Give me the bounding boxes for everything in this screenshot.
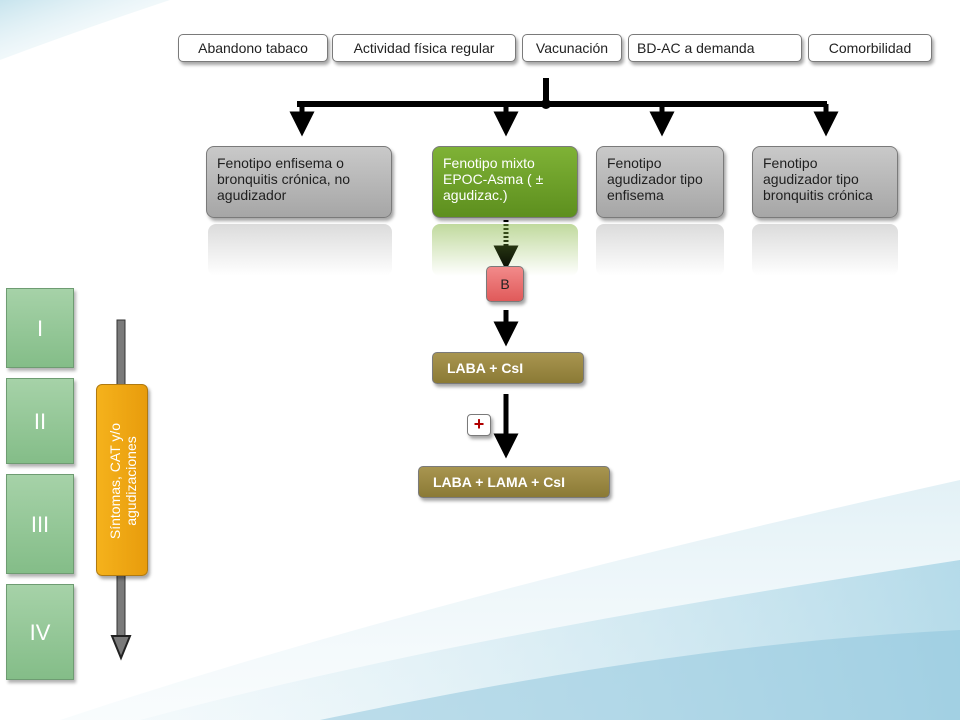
top-box-vacunacion: Vacunación: [522, 34, 622, 62]
stage-iv: IV: [6, 584, 74, 680]
stage-i: I: [6, 288, 74, 368]
symptoms-box: Síntomas, CAT y/o agudizaciones: [96, 384, 148, 576]
phenotype-box-no-agudizador: Fenotipo enfisema o bronquitis crónica, …: [206, 146, 392, 218]
phenotype-reflection: [752, 224, 898, 276]
top-box-abandono-tabaco: Abandono tabaco: [178, 34, 328, 62]
severity-b-box: B: [486, 266, 524, 302]
top-box-comorbilidad: Comorbilidad: [808, 34, 932, 62]
stage-ii: II: [6, 378, 74, 464]
phenotype-box-agudizador-bronquitis: Fenotipo agudizador tipo bronquitis crón…: [752, 146, 898, 218]
phenotype-reflection: [208, 224, 392, 276]
phenotype-box-mixto-epoc-asma: Fenotipo mixto EPOC-Asma ( ± agudizac.): [432, 146, 578, 218]
treatment-laba-lama-csi: LABA + LAMA + CsI: [418, 466, 610, 498]
phenotype-box-agudizador-enfisema: Fenotipo agudizador tipo enfisema: [596, 146, 724, 218]
stage-iii: III: [6, 474, 74, 574]
top-box-bd-ac-demanda: BD-AC a demanda: [628, 34, 802, 62]
phenotype-reflection: [596, 224, 724, 276]
top-box-actividad-fisica: Actividad física regular: [332, 34, 516, 62]
symptoms-label: Síntomas, CAT y/o agudizaciones: [107, 422, 139, 540]
treatment-laba-csi: LABA + CsI: [432, 352, 584, 384]
plus-icon: +: [467, 414, 491, 436]
